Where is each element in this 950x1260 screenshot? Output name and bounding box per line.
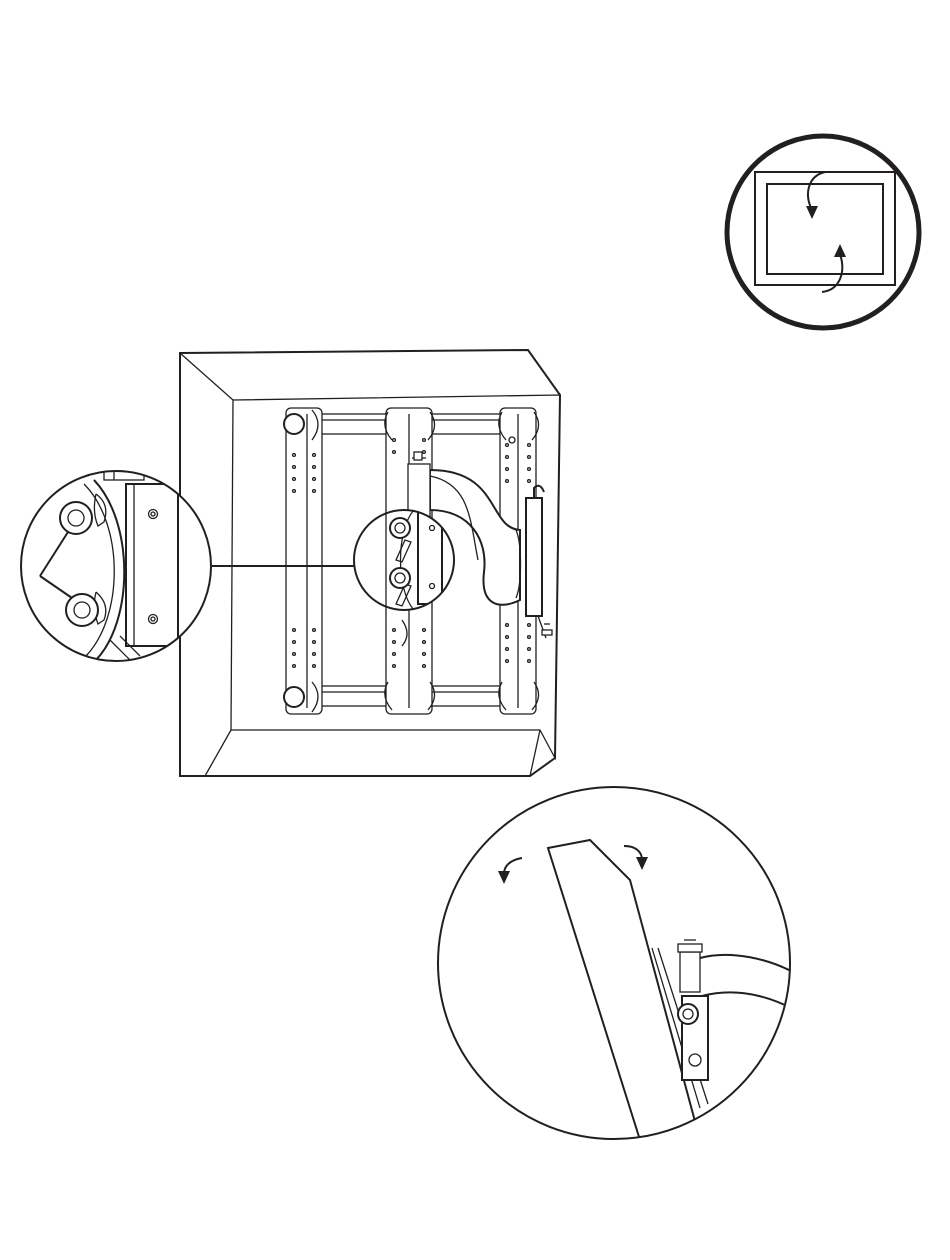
knob-icon xyxy=(390,568,410,588)
knob-detail-circle xyxy=(21,466,211,661)
left-rail xyxy=(284,408,322,714)
curved-arrow-icon xyxy=(806,172,825,219)
knob-icon xyxy=(60,502,92,534)
knob-icon xyxy=(66,594,98,626)
knob-target-circle xyxy=(354,500,454,630)
tilt-detail-circle xyxy=(438,787,810,1140)
knob-icon xyxy=(678,1004,698,1024)
rotation-detail-circle xyxy=(727,136,919,328)
knob-icon xyxy=(390,518,410,538)
